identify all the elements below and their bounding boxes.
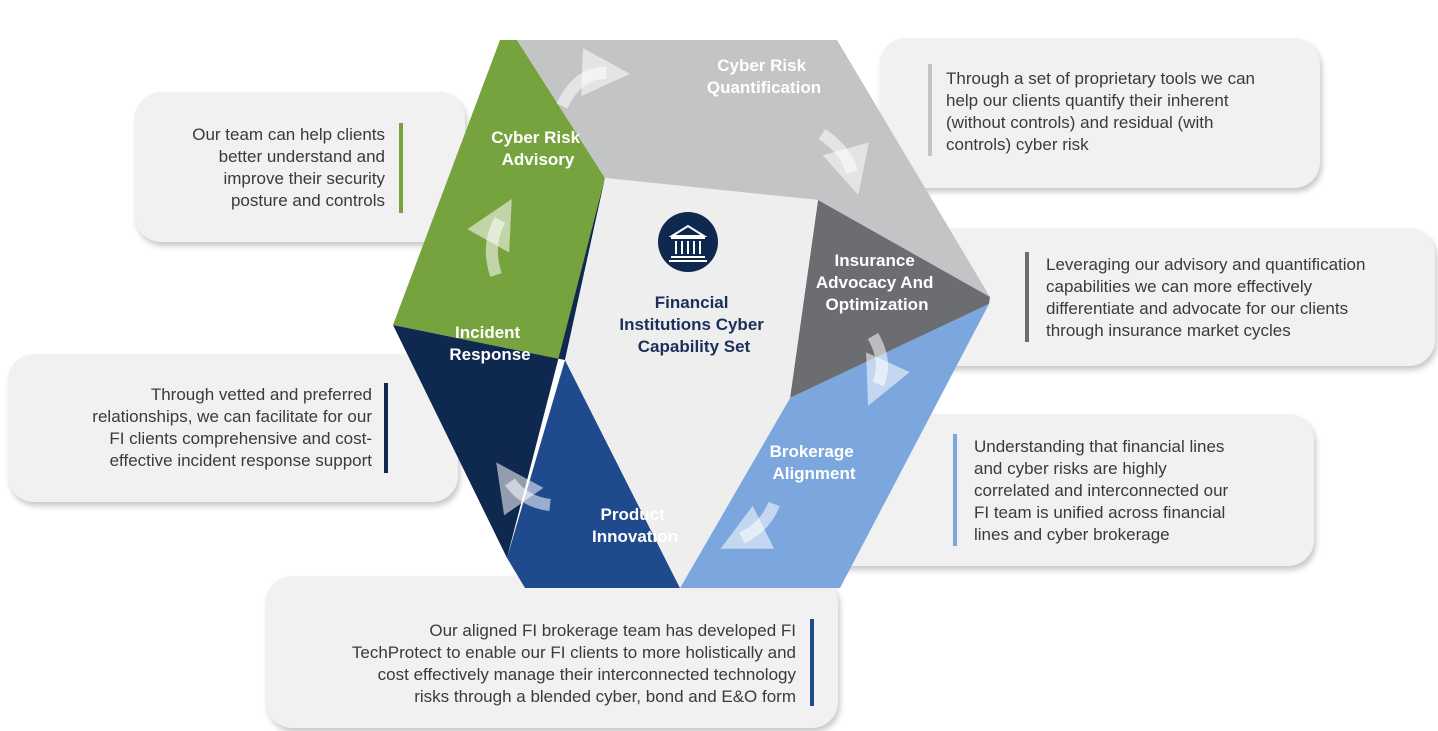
callout-text-quantification: Through a set of proprietary tools we ca… bbox=[946, 68, 1306, 156]
text-line: posture and controls bbox=[230, 191, 385, 210]
text-line: TechProtect to enable our FI clients to … bbox=[351, 643, 796, 662]
segment-label-insurance: Insurance Advocacy And Optimization bbox=[816, 251, 938, 314]
bank-building-icon bbox=[658, 212, 718, 272]
text-line: risks through a blended cyber, bond and … bbox=[414, 687, 796, 706]
callout-text-insurance: Leveraging our advisory and quantificati… bbox=[1046, 254, 1431, 342]
segment-quantification bbox=[517, 40, 990, 297]
text-line: Through vetted and preferred bbox=[150, 385, 372, 404]
flow-arrow-quantification-to-insurance bbox=[818, 129, 869, 196]
text-line: FI clients comprehensive and cost- bbox=[109, 429, 372, 448]
callout-insurance bbox=[920, 228, 1435, 366]
flow-arrow-advisory-to-quantification bbox=[556, 48, 630, 109]
flow-arrow-insurance-to-brokerage bbox=[866, 333, 910, 406]
segment-product bbox=[507, 360, 840, 588]
accent-bar-product bbox=[810, 619, 814, 706]
text-line: better understand and bbox=[218, 147, 385, 166]
segment-label-quantification: Cyber Risk Quantification bbox=[707, 56, 821, 97]
callout-text-advisory: Our team can help clients better underst… bbox=[125, 124, 385, 212]
segment-label-product: Product Innovation bbox=[592, 505, 678, 546]
center-title: Financial Institutions Cyber Capability … bbox=[619, 293, 768, 356]
segment-incident bbox=[393, 178, 605, 558]
accent-bar-advisory bbox=[399, 123, 403, 213]
text-line: and cyber risks are highly bbox=[974, 459, 1167, 478]
text-line: (without controls) and residual (with bbox=[946, 113, 1214, 132]
flow-arrow-product-to-incident bbox=[496, 462, 551, 516]
callout-text-brokerage: Understanding that financial lines and c… bbox=[974, 436, 1294, 546]
text-line: effective incident response support bbox=[109, 451, 372, 470]
segment-insurance bbox=[790, 200, 990, 398]
text-line: Understanding that financial lines bbox=[974, 437, 1225, 456]
text-line: differentiate and advocate for our clien… bbox=[1046, 299, 1349, 318]
callout-quantification bbox=[880, 38, 1320, 188]
text-line: FI team is unified across financial bbox=[974, 503, 1226, 522]
segment-label-advisory: Cyber Risk Advisory bbox=[491, 128, 585, 169]
accent-bar-insurance bbox=[1025, 252, 1029, 342]
text-line: Through a set of proprietary tools we ca… bbox=[946, 69, 1255, 88]
callout-text-product: Our aligned FI brokerage team has develo… bbox=[276, 620, 796, 708]
text-line: controls) cyber risk bbox=[946, 135, 1089, 154]
flow-arrow-incident-to-advisory bbox=[467, 199, 512, 277]
text-line: improve their security bbox=[223, 169, 385, 188]
callout-advisory bbox=[135, 92, 465, 242]
accent-bar-incident bbox=[384, 383, 388, 473]
segment-label-incident: Incident Response bbox=[449, 323, 530, 364]
center-hexagon bbox=[565, 178, 818, 588]
segment-label-brokerage: Brokerage Alignment bbox=[770, 442, 859, 483]
callout-product bbox=[266, 576, 838, 728]
text-line: Our aligned FI brokerage team has develo… bbox=[429, 621, 796, 640]
text-line: cost effectively manage their interconne… bbox=[377, 665, 796, 684]
text-line: Leveraging our advisory and quantificati… bbox=[1046, 255, 1366, 274]
text-line: through insurance market cycles bbox=[1046, 321, 1291, 340]
flow-arrow-brokerage-to-product bbox=[720, 501, 780, 549]
text-line: capabilities we can more effectively bbox=[1046, 277, 1313, 296]
accent-bar-quantification bbox=[928, 64, 932, 156]
text-line: lines and cyber brokerage bbox=[974, 525, 1170, 544]
text-line: relationships, we can facilitate for our bbox=[92, 407, 372, 426]
callout-incident bbox=[8, 354, 458, 502]
text-line: help our clients quantify their inherent bbox=[946, 91, 1229, 110]
callout-text-incident: Through vetted and preferred relationshi… bbox=[22, 384, 372, 472]
text-line: Our team can help clients bbox=[192, 125, 385, 144]
text-line: correlated and interconnected our bbox=[974, 481, 1229, 500]
accent-bar-brokerage bbox=[953, 434, 957, 546]
